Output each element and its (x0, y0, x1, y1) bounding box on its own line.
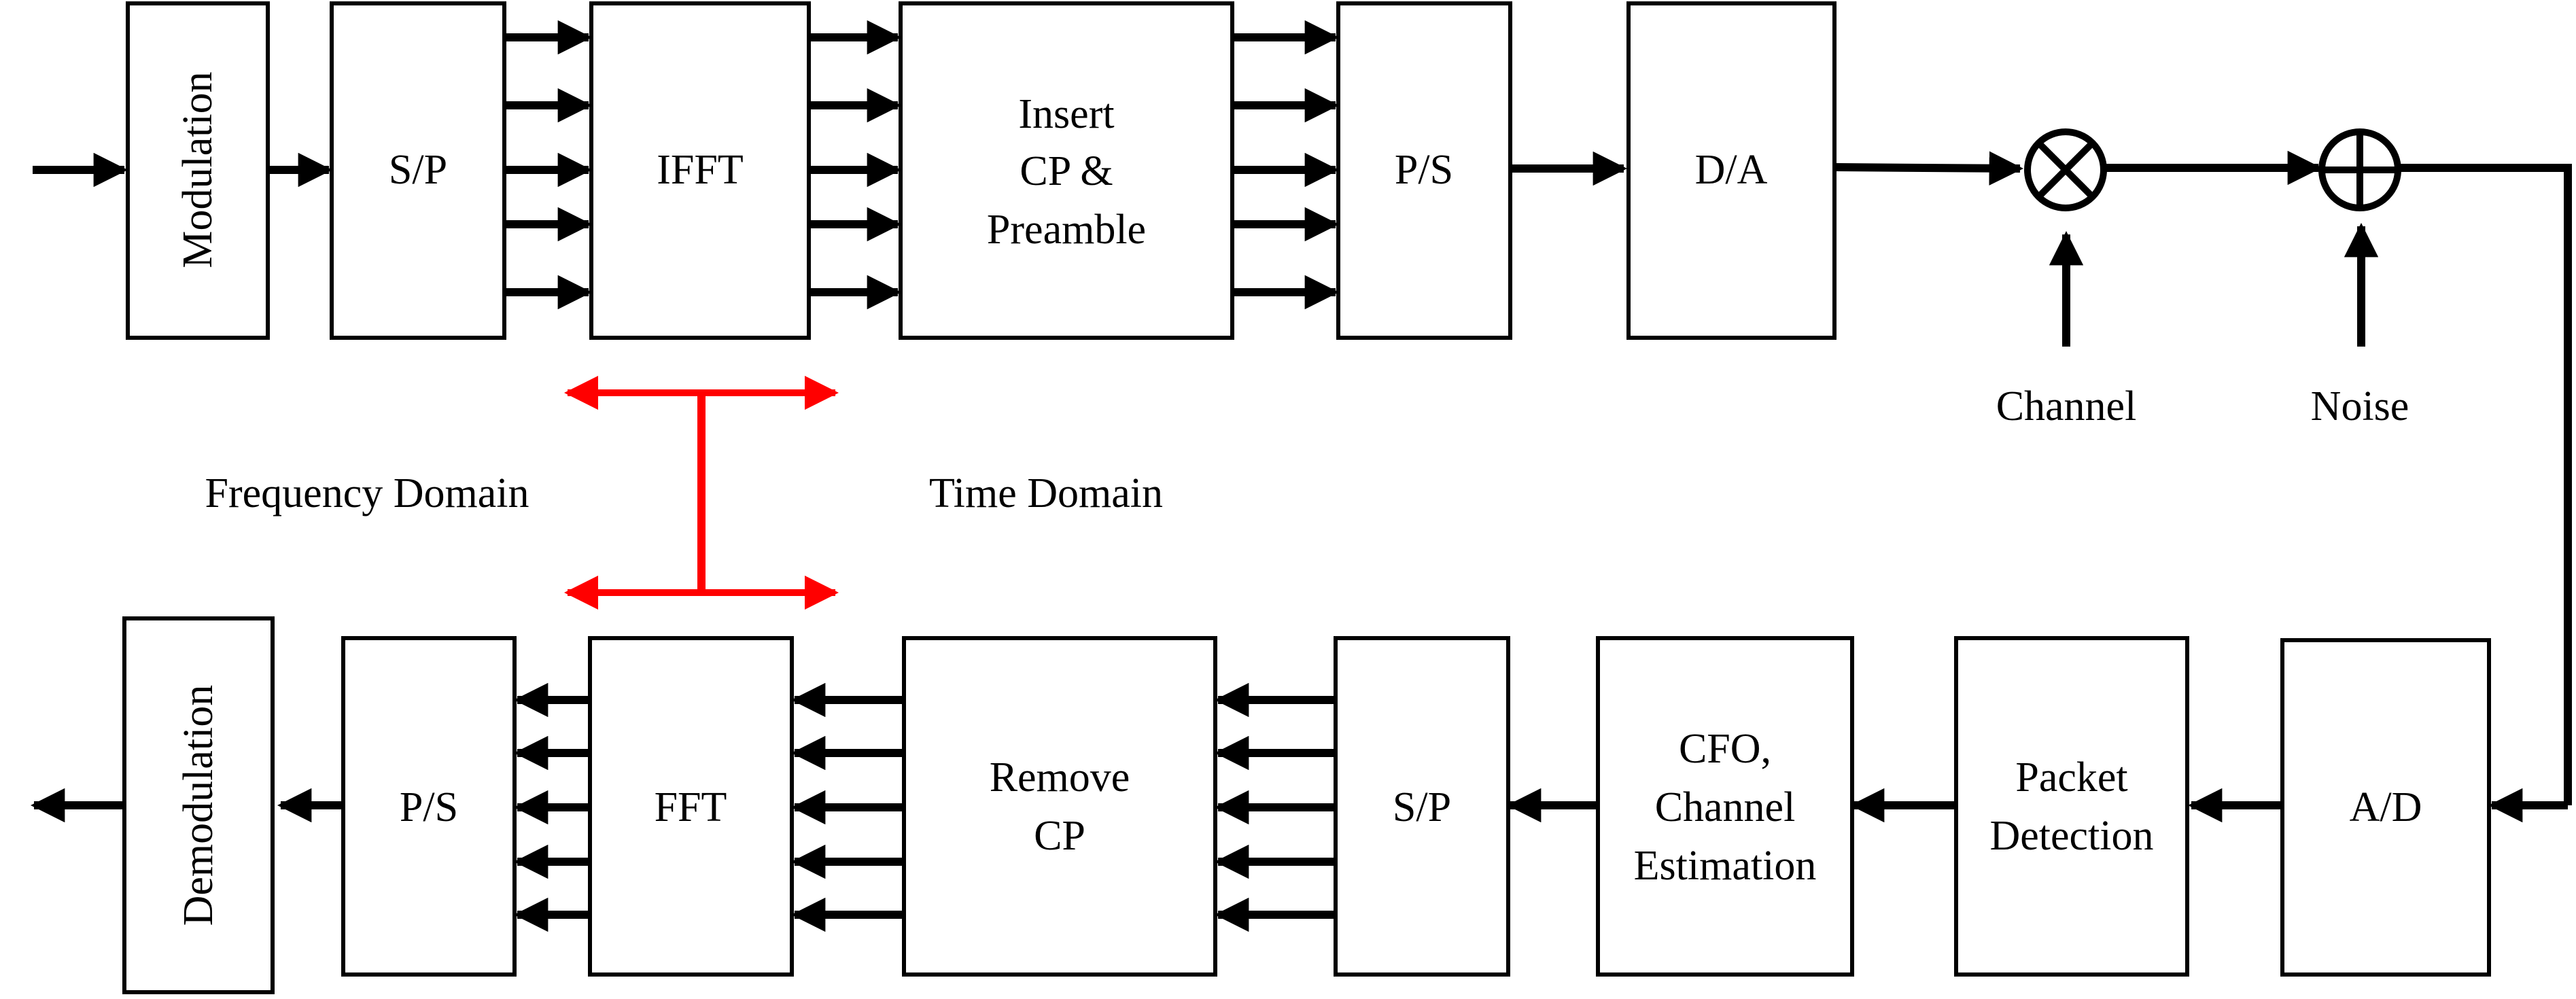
frequency-domain-label: Frequency Domain (205, 470, 529, 516)
packet-detection-label-1: Packet (2015, 754, 2127, 801)
sp-label: S/P (389, 147, 447, 193)
rx-sp-block (1334, 636, 1510, 977)
da-block (1626, 1, 1837, 340)
sp-block (330, 1, 506, 340)
demodulation-label: Demodulation (175, 685, 222, 926)
channel-label: Channel (1996, 383, 2137, 430)
modulation-label: Modulation (175, 71, 221, 268)
fft-block (588, 636, 794, 977)
rx-sp-label: S/P (1393, 784, 1451, 830)
packet-detection-block (1954, 636, 2189, 977)
ad-block (2280, 638, 2491, 977)
ifft-label: IFFT (657, 147, 743, 193)
remove-cp-label-1: Remove (990, 754, 1130, 801)
insert-cp-label-2: CP & (1020, 148, 1113, 194)
cfo-channel-estimation-block (1596, 636, 1854, 977)
remove-cp-block (902, 636, 1217, 977)
insert-cp-block (899, 1, 1234, 340)
cfo-label-3: Estimation (1634, 843, 1817, 889)
insert-cp-label-1: Insert (1018, 91, 1114, 137)
ad-label: A/D (2350, 784, 2422, 830)
noise-adder-icon (2318, 128, 2401, 211)
domain-boundary-marker (564, 376, 839, 610)
packet-detection-label-2: Detection (1989, 813, 2153, 859)
cfo-label-2: Channel (1655, 784, 1796, 830)
ifft-block (589, 1, 811, 340)
channel-multiplier-icon (2024, 128, 2107, 211)
fft-label: FFT (655, 784, 727, 830)
insert-cp-label-3: Preamble (987, 207, 1146, 253)
noise-label: Noise (2311, 383, 2409, 430)
remove-cp-label-2: CP (1034, 813, 1085, 859)
ps-label: P/S (1395, 147, 1453, 193)
time-domain-label: Time Domain (929, 470, 1163, 516)
modulation-block (126, 1, 270, 340)
demodulation-block (122, 616, 275, 994)
rx-ps-label: P/S (400, 784, 458, 830)
rx-ps-block (341, 636, 517, 977)
da-label: D/A (1695, 147, 1768, 193)
cfo-label-1: CFO, (1679, 726, 1771, 772)
ps-block (1336, 1, 1512, 340)
